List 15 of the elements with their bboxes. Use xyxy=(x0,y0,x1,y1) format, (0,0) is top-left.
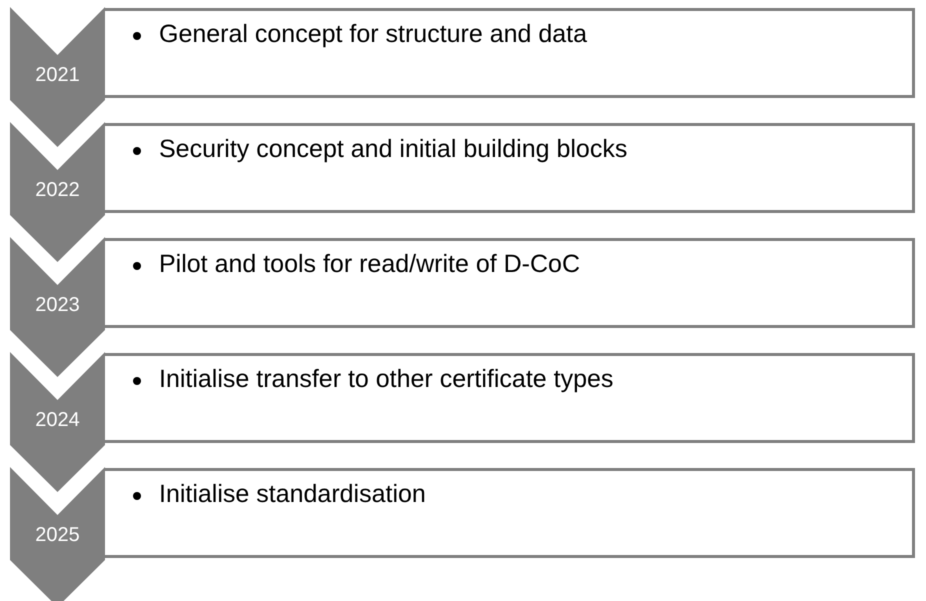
step-box xyxy=(105,123,915,213)
step-text: General concept for structure and data xyxy=(159,22,588,47)
step-box xyxy=(105,353,915,443)
year-label: 2025 xyxy=(34,524,81,547)
year-label: 2024 xyxy=(34,409,81,432)
year-label: 2022 xyxy=(34,179,81,202)
step-text: Initialise transfer to other certificate types xyxy=(159,367,614,392)
step-box xyxy=(105,8,915,98)
year-label: 2023 xyxy=(34,294,81,317)
step-text: Initialise standardisation xyxy=(159,482,426,507)
year-label: 2021 xyxy=(34,64,81,87)
step-text: Pilot and tools for read/write of D-CoC xyxy=(159,252,580,277)
step-text: Security concept and initial building blocks xyxy=(159,137,628,162)
step-box xyxy=(105,468,915,558)
step-box xyxy=(105,238,915,328)
